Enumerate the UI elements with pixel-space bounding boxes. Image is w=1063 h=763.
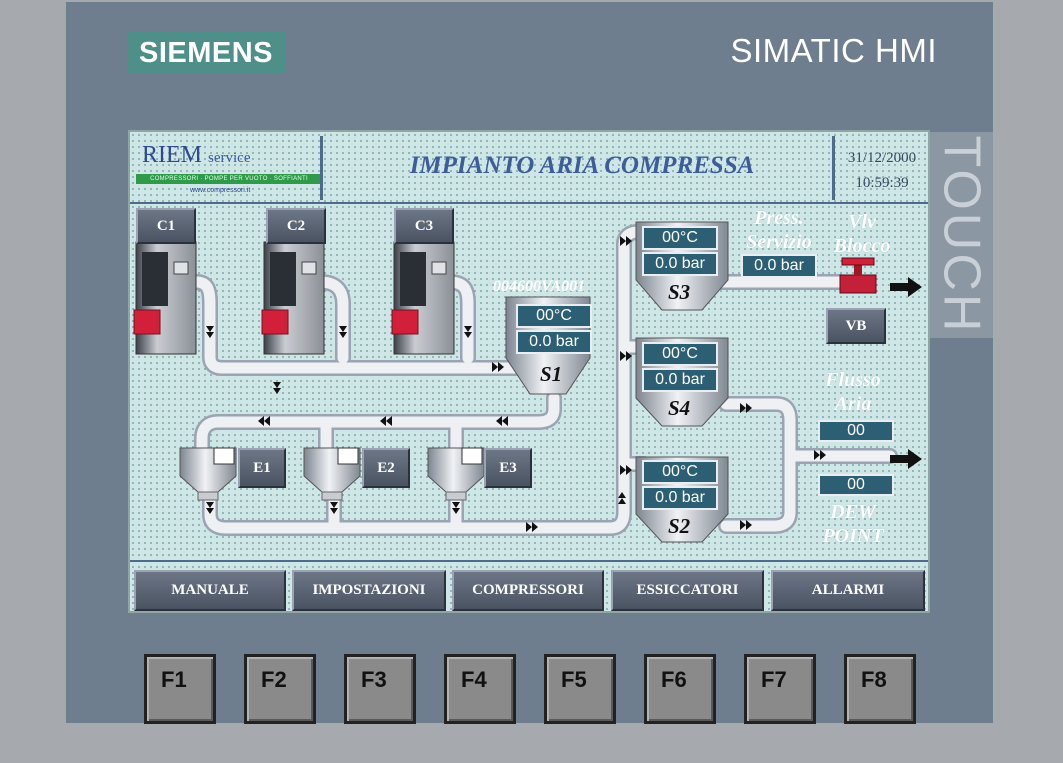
nav-essiccatori-button[interactable]: ESSICCATORI [611,570,764,611]
touch-label: TOUCH [932,135,991,335]
dryer-e1-button[interactable]: E1 [238,448,286,488]
arrow-right [492,362,504,372]
s3-temperature-field: 00°C [642,226,718,250]
dryer-e1 [179,447,237,501]
riem-suffix: service [208,150,251,166]
dryer-e2-button[interactable]: E2 [362,448,410,488]
pipes [188,224,898,536]
compressor-c2-button[interactable]: C2 [266,208,326,244]
service-pressure-label-line2: Servizio [746,231,812,253]
arrow-left [496,416,508,426]
dew-point-field: 00 [818,474,894,496]
function-key-f3[interactable]: F3 [344,654,416,724]
valve-label-line2: Blocco [833,235,891,257]
arrow-down [206,502,214,514]
valve-block-button[interactable]: VB [826,308,886,344]
dew-point-label-line1: DEW [830,501,876,523]
function-key-f1[interactable]: F1 [144,654,216,724]
dryer-e2 [303,447,361,501]
valve-icon [839,257,877,294]
riem-wordmark: RIEM service [142,142,250,169]
arrow-right [620,351,632,361]
service-pressure-field: 0.0 bar [741,254,817,278]
function-key-f6[interactable]: F6 [644,654,716,724]
page-title: IMPIANTO ARIA COMPRESSA [409,152,755,179]
header-divider [320,136,323,200]
s4-pressure-field: 0.0 bar [642,368,718,392]
riem-website: www.compressori.it [190,187,251,194]
flow-label-line1: Flusso [825,369,881,391]
s3-label: S3 [668,280,691,304]
dryer-e3 [427,447,485,501]
dew-point-label-line2: POINT [822,525,884,547]
nav-bar: MANUALE IMPOSTAZIONI COMPRESSORI ESSICCA… [130,560,928,611]
process-diagram [133,221,922,543]
arrow-right [814,450,826,460]
arrow-down [452,502,460,514]
hmi-screen: RIEM service COMPRESSORI · POMPE PER VUO… [128,130,930,613]
arrow-down [206,326,214,338]
arrow-right [620,465,632,475]
header-separator [130,202,928,204]
outlet-arrow [890,277,922,297]
function-key-f8[interactable]: F8 [844,654,916,724]
valve-label: Vlv Blocco [820,210,904,258]
time-display: 10:59:39 [855,175,909,191]
service-pressure-label: Press. Servizio [734,206,824,254]
outlet-arrow [890,449,922,469]
function-key-f5[interactable]: F5 [544,654,616,724]
arrow-right [620,236,632,246]
function-key-f2[interactable]: F2 [244,654,316,724]
s2-temperature-field: 00°C [642,460,718,484]
valve-label-line1: Vlv [848,211,876,233]
arrow-down [464,326,472,338]
arrow-down [273,382,281,394]
nav-compressori-button[interactable]: COMPRESSORI [452,570,604,611]
flow-label: Flusso Aria [810,368,896,416]
arrow-right [740,403,752,413]
nav-manuale-button[interactable]: MANUALE [134,570,286,611]
arrow-left [258,416,270,426]
riem-logo: RIEM service COMPRESSORI · POMPE PER VUO… [134,136,322,200]
s4-label: S4 [668,396,691,420]
product-name: SIMATIC HMI [730,32,937,69]
s1-pressure-field: 0.0 bar [516,330,592,354]
s1-temperature-field: 00°C [516,304,592,328]
dew-point-label: DEW POINT [810,500,896,548]
compressor-c2 [261,241,325,355]
header-divider [832,136,835,200]
function-key-f4[interactable]: F4 [444,654,516,724]
service-pressure-label-line1: Press. [754,207,804,229]
flow-arrows [206,236,922,532]
arrow-up [618,492,626,504]
arrow-down [330,502,338,514]
arrow-left [380,416,392,426]
compressor-c3-button[interactable]: C3 [394,208,454,244]
compressor-c1-button[interactable]: C1 [136,208,196,244]
arrow-right [740,520,752,530]
flow-label-line2: Aria [834,393,872,415]
arrow-right [526,522,538,532]
touch-strip [930,132,993,338]
riem-tagline: COMPRESSORI · POMPE PER VUOTO · SOFFIANT… [136,174,322,184]
siemens-logo: SIEMENS [127,32,285,74]
arrow-down [339,326,347,338]
s1-label: S1 [540,362,563,386]
touch-label-box: TOUCH [930,132,993,338]
nav-allarmi-button[interactable]: ALLARMI [771,570,925,611]
dryer-e3-button[interactable]: E3 [484,448,532,488]
compressor-c1 [133,241,197,355]
s1-tag-label: 004600VA001 [493,278,586,295]
s2-pressure-field: 0.0 bar [642,486,718,510]
s3-pressure-field: 0.0 bar [642,252,718,276]
nav-impostazioni-button[interactable]: IMPOSTAZIONI [292,570,446,611]
compressor-c3 [391,241,455,355]
s4-temperature-field: 00°C [642,342,718,366]
date-display: 31/12/2000 [847,150,917,166]
s2-label: S2 [668,514,691,538]
riem-name: RIEM [142,142,202,168]
flow-field: 00 [818,420,894,442]
function-key-f7[interactable]: F7 [744,654,816,724]
